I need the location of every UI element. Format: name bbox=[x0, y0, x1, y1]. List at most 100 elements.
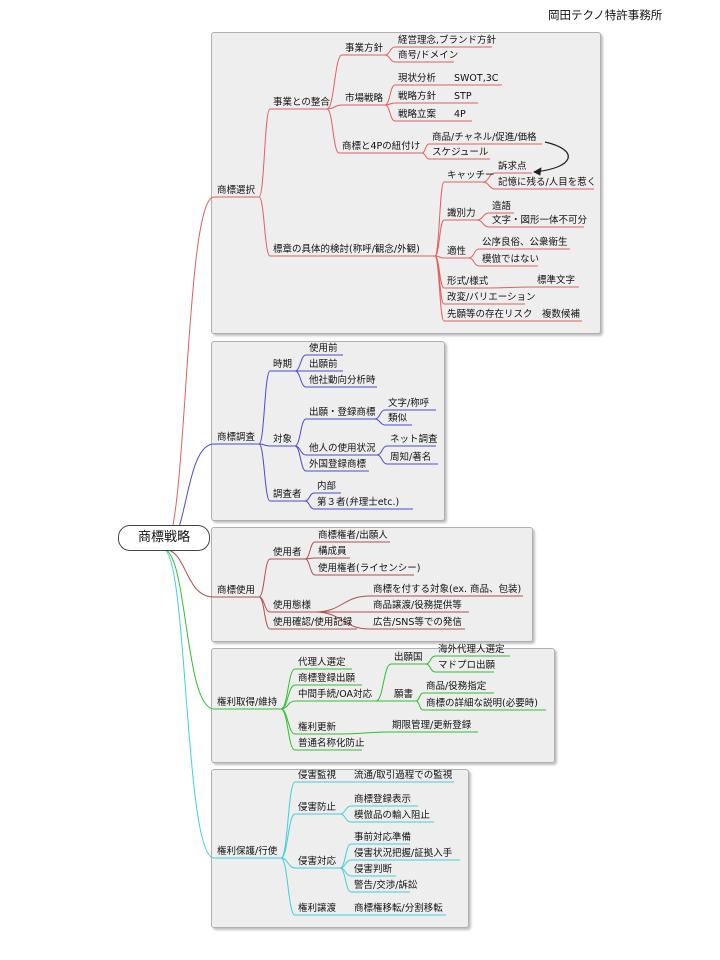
connector-4-3 bbox=[280, 857, 296, 916]
node-0-1-1-1[interactable]: 文字・図形一体不可分 bbox=[492, 215, 588, 226]
node-1-1-1-0[interactable]: ネット調査 bbox=[390, 434, 438, 445]
connector-4-0 bbox=[280, 781, 296, 859]
node-1-1[interactable]: 対象 bbox=[273, 434, 293, 445]
node-1-0-0[interactable]: 使用前 bbox=[309, 343, 338, 354]
node-1-0-2[interactable]: 他社動向分析時 bbox=[309, 375, 376, 386]
node-3-3-0[interactable]: 期限管理/更新登録 bbox=[392, 720, 472, 731]
node-2-1-2[interactable]: 広告/SNS等での発信 bbox=[373, 617, 462, 628]
node-1-2-0[interactable]: 内部 bbox=[317, 481, 337, 492]
node-4-2-3[interactable]: 警告/交渉/訴訟 bbox=[354, 880, 418, 891]
node-0-1-3-0[interactable]: 標準文字 bbox=[537, 275, 576, 286]
node-2-2[interactable]: 使用確認/使用記録 bbox=[273, 617, 353, 628]
node-0-0-1[interactable]: 市場戦略 bbox=[345, 93, 384, 104]
node-0-0-1-0-0[interactable]: SWOT,3C bbox=[454, 73, 499, 84]
node-0-1-1-0[interactable]: 造語 bbox=[492, 201, 512, 212]
node-0-0-2-1[interactable]: スケジュール bbox=[432, 147, 489, 158]
node-3-2-1[interactable]: 願書 bbox=[394, 689, 414, 700]
node-1-2-1[interactable]: 第３者(弁理士etc.) bbox=[317, 497, 400, 508]
node-1-1-1-1[interactable]: 周知/著名 bbox=[390, 452, 432, 463]
connector-0-1-3-0 bbox=[486, 286, 535, 289]
connector-0-1 bbox=[258, 196, 271, 257]
node-0-1-0[interactable]: キャッチー bbox=[447, 170, 495, 181]
node-1-0[interactable]: 時期 bbox=[273, 359, 293, 370]
node-3-2[interactable]: 中間手続/OA対応 bbox=[298, 689, 373, 700]
node-1[interactable]: 商標調査 bbox=[217, 432, 256, 443]
node-2-1-0[interactable]: 商標を付する対象(ex. 商品、包装) bbox=[373, 584, 522, 595]
node-4-2-0[interactable]: 事前対応準備 bbox=[354, 832, 412, 843]
connector-2-0-2 bbox=[304, 558, 316, 576]
node-3-0[interactable]: 代理人選定 bbox=[298, 657, 346, 668]
connector-4-1 bbox=[280, 813, 296, 859]
node-0-1-3[interactable]: 形式/様式 bbox=[447, 276, 489, 287]
connector-4-2 bbox=[280, 857, 296, 869]
node-1-1-0-1[interactable]: 類似 bbox=[388, 413, 408, 424]
node-1-1-1[interactable]: 他人の使用状況 bbox=[309, 443, 376, 454]
node-0-1-1[interactable]: 識別力 bbox=[447, 208, 476, 219]
node-0-1-2-0[interactable]: 公序良俗、公衆衛生 bbox=[482, 237, 568, 248]
node-2-0-0[interactable]: 商標権者/出願人 bbox=[318, 530, 388, 541]
relation-arrow bbox=[533, 141, 569, 173]
node-3-2-0-1[interactable]: マドプロ出願 bbox=[438, 660, 496, 671]
node-4-3[interactable]: 権利譲渡 bbox=[298, 903, 337, 914]
node-2-0-2[interactable]: 使用権者(ライセンシー) bbox=[318, 563, 421, 574]
node-4-2-2[interactable]: 侵害判断 bbox=[354, 864, 393, 875]
connector-1-1 bbox=[258, 443, 271, 447]
node-2-0-1[interactable]: 構成員 bbox=[318, 546, 347, 557]
node-1-0-1[interactable]: 出願前 bbox=[309, 359, 338, 370]
node-0-1-0-1[interactable]: 記憶に残る/人目を惹く bbox=[498, 177, 597, 188]
node-1-1-2[interactable]: 外国登録商標 bbox=[309, 459, 367, 470]
node-4-0-0[interactable]: 流通/取引過程での監視 bbox=[354, 770, 453, 781]
connector-0-0-0-1 bbox=[384, 54, 396, 63]
node-2-0[interactable]: 使用者 bbox=[273, 547, 302, 558]
node-0-1-4[interactable]: 改変/バリエーション bbox=[447, 292, 536, 303]
root-connector-3 bbox=[162, 548, 215, 598]
node-4-1[interactable]: 侵害防止 bbox=[298, 802, 337, 813]
node-0-0[interactable]: 事業との整合 bbox=[273, 97, 330, 108]
node-2-1[interactable]: 使用態様 bbox=[273, 600, 312, 611]
node-4-1-0[interactable]: 商標登録表示 bbox=[354, 794, 412, 805]
node-3-2-0[interactable]: 出願国 bbox=[394, 652, 423, 663]
node-0-0-1-2-0[interactable]: 4P bbox=[454, 109, 466, 120]
node-0-0-1-1-0[interactable]: STP bbox=[454, 91, 472, 102]
connector-3-0 bbox=[280, 668, 296, 710]
node-1-2[interactable]: 調査者 bbox=[273, 489, 302, 500]
node-1-1-0[interactable]: 出願・登録商標 bbox=[309, 407, 376, 418]
connector-3-2-1-1 bbox=[415, 700, 424, 711]
node-0-0-0[interactable]: 事業方針 bbox=[345, 43, 384, 54]
node-4-0[interactable]: 侵害監視 bbox=[298, 770, 337, 781]
node-0-1-5-0[interactable]: 複数候補 bbox=[542, 309, 581, 320]
node-3-2-1-0[interactable]: 商品/役務指定 bbox=[426, 681, 487, 692]
office-name: 岡田テクノ特許事務所 bbox=[548, 8, 663, 22]
node-3[interactable]: 権利取得/維持 bbox=[217, 697, 278, 708]
node-2[interactable]: 商標使用 bbox=[217, 585, 256, 596]
node-3-3[interactable]: 権利更新 bbox=[298, 722, 337, 733]
node-0-1-0-0[interactable]: 訴求点 bbox=[498, 161, 527, 172]
node-3-1[interactable]: 商標登録出願 bbox=[298, 673, 356, 684]
node-1-1-0-0[interactable]: 文字/称呼 bbox=[388, 398, 430, 409]
node-0-0-0-1[interactable]: 商号/ドメイン bbox=[398, 50, 459, 61]
node-0-1[interactable]: 標章の具体的検討(称呼/観念/外観) bbox=[273, 244, 420, 255]
node-4-1-1[interactable]: 模倣品の輸入阻止 bbox=[354, 810, 431, 821]
node-4[interactable]: 権利保護/行使 bbox=[217, 846, 278, 857]
node-0-0-2[interactable]: 商標と4Pの紐付け bbox=[342, 141, 421, 152]
node-3-4[interactable]: 普通名称化防止 bbox=[298, 738, 365, 749]
connector-1-2 bbox=[258, 443, 271, 502]
node-3-2-0-0[interactable]: 海外代理人選定 bbox=[438, 644, 505, 655]
node-0-1-2-1[interactable]: 模倣ではない bbox=[482, 254, 540, 265]
node-2-1-1[interactable]: 商品譲渡/役務提供等 bbox=[373, 600, 462, 611]
node-0-0-1-1[interactable]: 戦略方針 bbox=[398, 91, 437, 102]
node-0-0-0-0[interactable]: 経営理念,ブランド方針 bbox=[398, 35, 497, 46]
node-0-1-5[interactable]: 先願等の存在リスク bbox=[447, 309, 533, 320]
node-0-0-1-0[interactable]: 現状分析 bbox=[398, 73, 437, 84]
node-0[interactable]: 商標選択 bbox=[217, 185, 256, 196]
node-4-3-0[interactable]: 商標権移転/分割移転 bbox=[354, 903, 443, 914]
node-4-2[interactable]: 侵害対応 bbox=[298, 856, 337, 867]
root-node[interactable]: 商標戦略 bbox=[118, 525, 210, 551]
node-0-1-2[interactable]: 適性 bbox=[447, 246, 467, 257]
node-0-0-2-0[interactable]: 商品/チャネル/促進/価格 bbox=[432, 132, 537, 143]
node-3-2-1-1[interactable]: 商標の詳細な説明(必要時) bbox=[426, 698, 538, 709]
branch-panel-1 bbox=[211, 32, 601, 334]
root-connector-4 bbox=[162, 548, 215, 710]
node-4-2-1[interactable]: 侵害状況把握/証拠入手 bbox=[354, 848, 453, 859]
node-0-0-1-2[interactable]: 戦略立案 bbox=[398, 109, 437, 120]
